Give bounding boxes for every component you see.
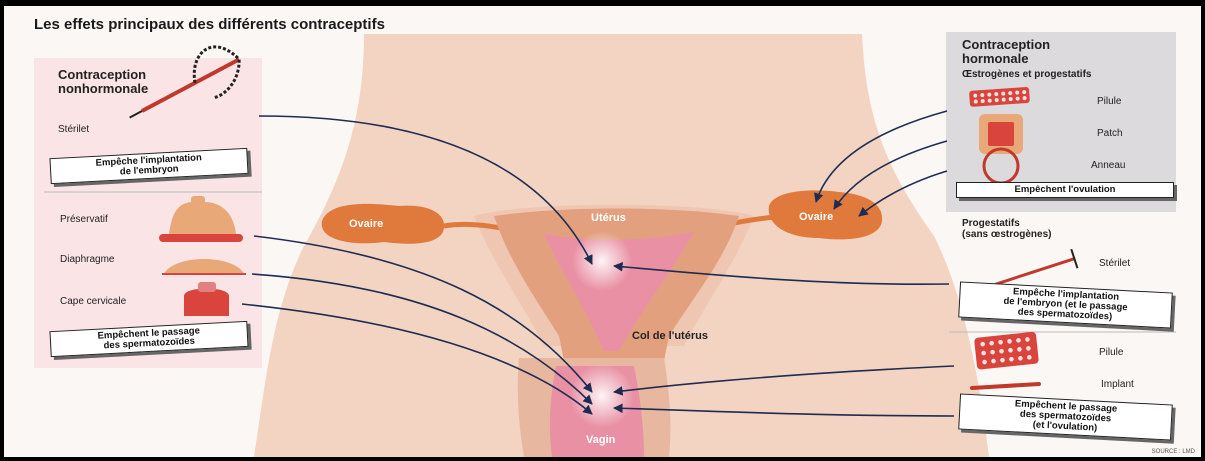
ovulation-box: Empêchent l'ovulation	[956, 182, 1174, 198]
ovaire-left-label: Ovaire	[349, 218, 383, 230]
anneau-label: Anneau	[1091, 160, 1125, 171]
right-panel-title-line2: hormonale	[962, 52, 1050, 66]
preservatif-label: Préservatif	[60, 214, 108, 225]
left-panel-title-line2: nonhormonale	[58, 82, 148, 96]
infographic-canvas: Les effets principaux des différents con…	[4, 6, 1201, 457]
implant-label: Implant	[1101, 379, 1134, 390]
patch-label: Patch	[1097, 128, 1123, 139]
right-panel-title-line1: Contraception	[962, 38, 1050, 52]
left-panel-title-line1: Contraception	[58, 68, 148, 82]
progestatifs-title-line1: Progestatifs	[962, 218, 1051, 229]
right-panel-title: Contraception hormonale	[962, 38, 1050, 66]
estrogen-subtitle: Œstrogènes et progestatifs	[962, 69, 1091, 80]
vagin-label: Vagin	[586, 434, 615, 446]
col-uterus-label: Col de l'utérus	[632, 330, 708, 342]
implant-device	[972, 384, 1039, 388]
progestatifs-title: Progestatifs (sans œstrogènes)	[962, 218, 1051, 240]
diaphragme-label: Diaphragme	[60, 254, 114, 265]
cape-cervicale-label: Cape cervicale	[60, 296, 126, 307]
sterilet-label-right: Stérilet	[1099, 258, 1130, 269]
pilule2-label: Pilule	[1099, 347, 1123, 358]
left-panel-title: Contraception nonhormonale	[58, 68, 148, 96]
pill-pack-device-2	[974, 332, 1039, 370]
progestatifs-subtitle: (sans œstrogènes)	[962, 229, 1051, 240]
page-title: Les effets principaux des différents con…	[34, 16, 385, 33]
ovaire-right-label: Ovaire	[799, 211, 833, 223]
uterus-label: Utérus	[591, 212, 626, 224]
source-credit: SOURCE : LMD	[1152, 449, 1195, 455]
sterilet-label-left: Stérilet	[58, 124, 89, 135]
pilule-label: Pilule	[1097, 96, 1121, 107]
